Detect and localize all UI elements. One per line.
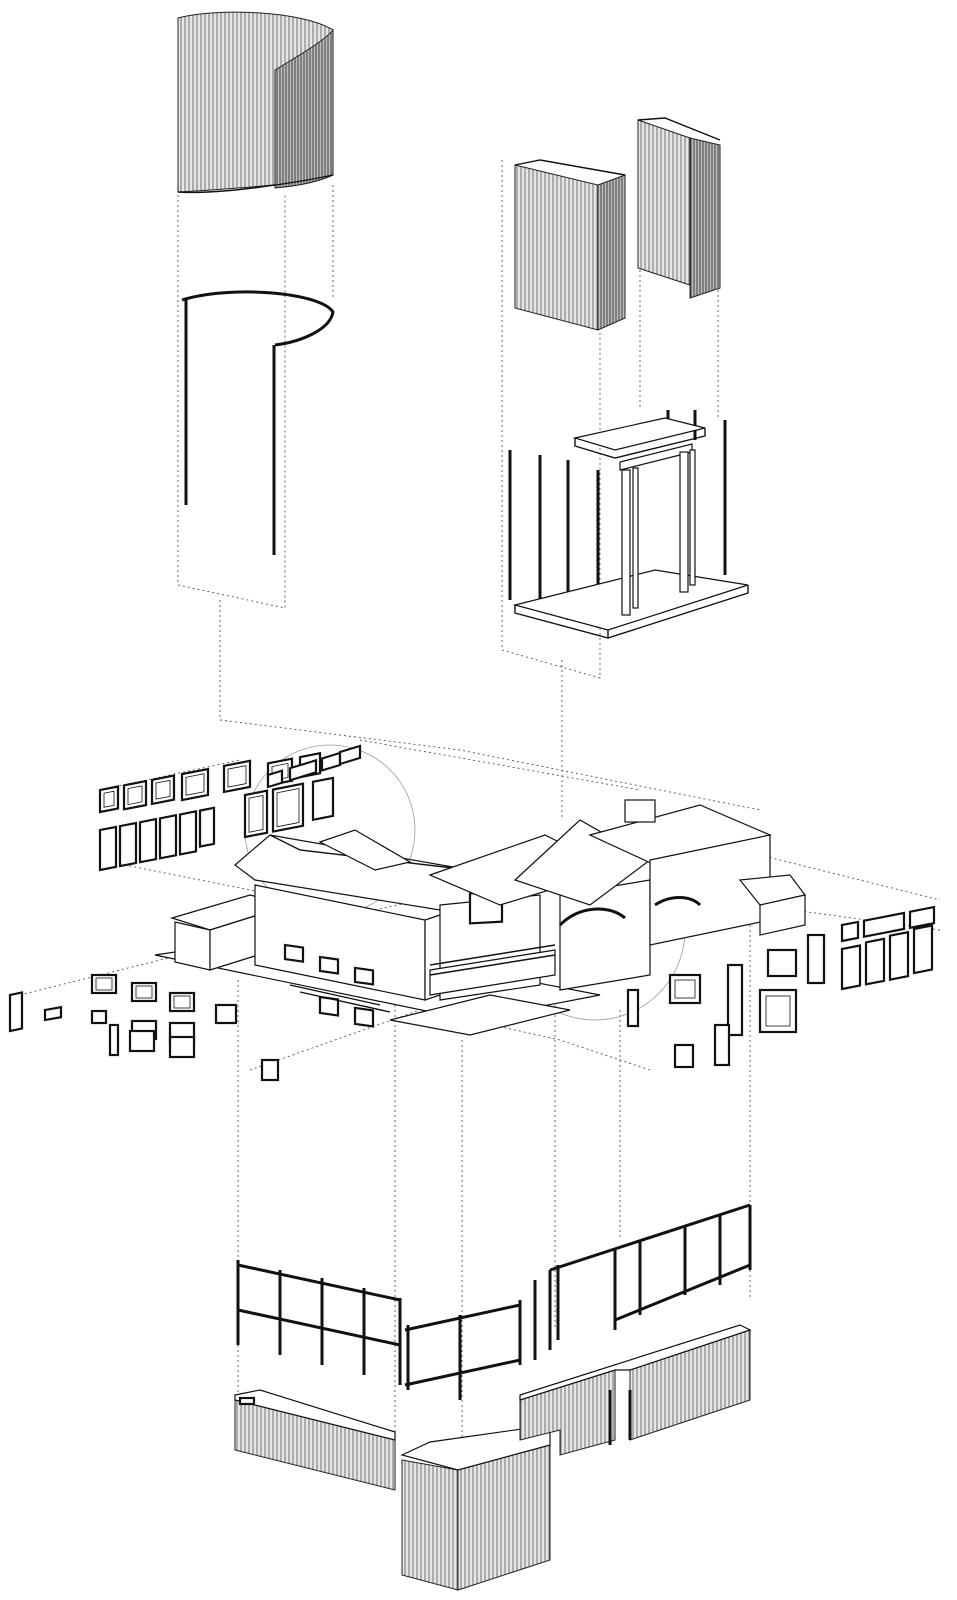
boundary-wall xyxy=(234,1324,752,1591)
main-building xyxy=(154,799,807,1036)
east-wing-wall xyxy=(559,879,651,991)
pavilion-component xyxy=(508,117,749,639)
pavilion-screen-right xyxy=(637,119,691,286)
window-single xyxy=(260,1058,280,1082)
pavilion-base xyxy=(512,569,749,631)
fence-frames xyxy=(236,1203,752,1400)
curved-screen-front xyxy=(274,28,334,189)
boundary-wall-center xyxy=(401,1459,459,1591)
curved-screen-component xyxy=(177,11,335,555)
projection-guides xyxy=(19,160,941,1455)
pavilion-screen-left xyxy=(514,164,599,331)
window-array-left xyxy=(8,744,362,1082)
window-array-right xyxy=(626,905,936,1069)
curved-beam xyxy=(181,290,335,347)
